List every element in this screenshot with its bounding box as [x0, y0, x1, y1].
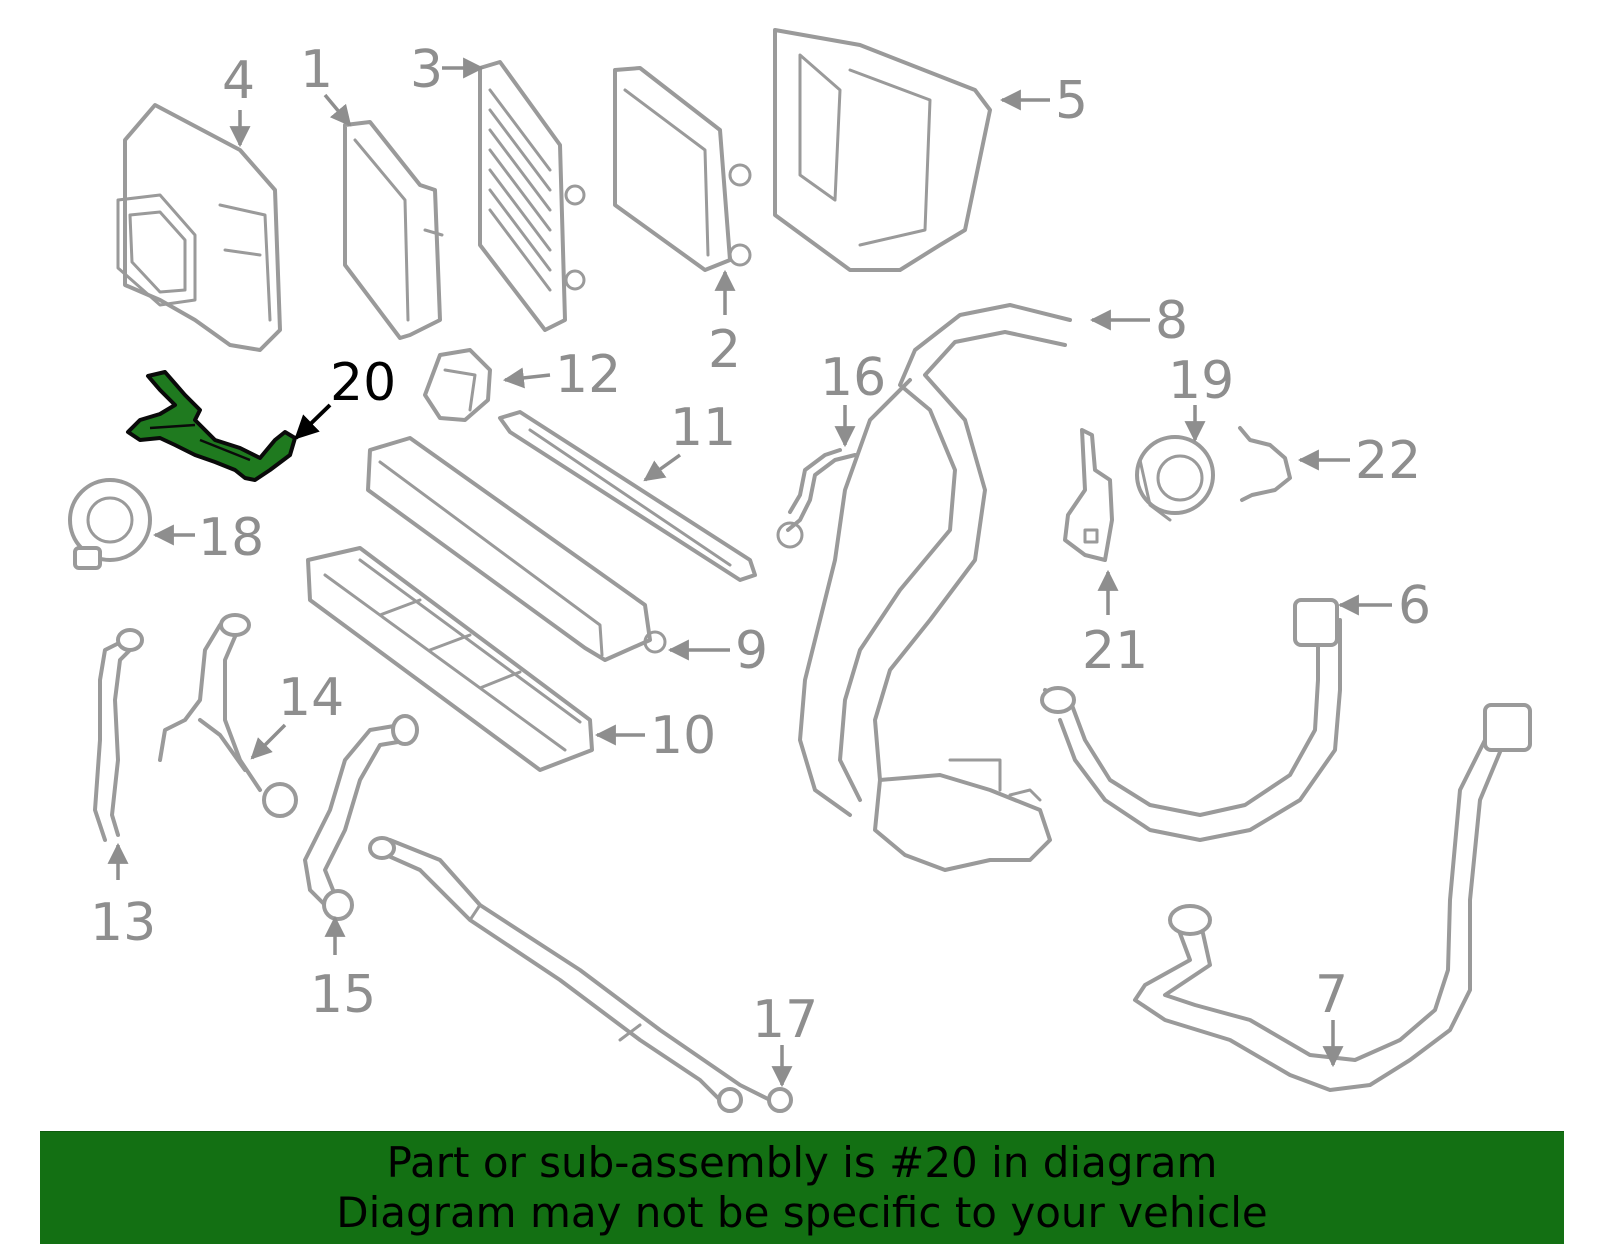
callout-22: 22	[1355, 431, 1421, 491]
part-19-pump	[1135, 435, 1215, 522]
part-16-hose	[776, 448, 857, 549]
part-7-hose	[1133, 703, 1532, 1092]
callout-10: 10	[650, 706, 716, 766]
callout-18: 18	[198, 508, 264, 568]
part-1-radiator	[343, 120, 444, 340]
callout-9: 9	[735, 621, 768, 681]
part-17-tubes	[368, 836, 793, 1113]
part-11-strip	[498, 410, 757, 582]
part-20-bracket	[126, 370, 297, 482]
part-21-bracket	[1063, 428, 1114, 562]
part-18-water-pump	[68, 478, 152, 570]
part-2-aux-radiator	[613, 66, 752, 272]
part-14-y-hose	[158, 613, 298, 818]
callout-14: 14	[278, 668, 344, 728]
callout-labels: 1 2 3 4 5 6 7 8 9 10 11 12 13 14 15 16 1…	[90, 40, 1431, 1050]
part-4-air-housing	[116, 103, 282, 352]
callout-16: 16	[820, 348, 886, 408]
callout-12: 12	[555, 345, 621, 405]
callout-7: 7	[1315, 965, 1348, 1025]
part-9-cooler	[366, 436, 667, 662]
banner-line-disclaimer: Diagram may not be specific to your vehi…	[336, 1188, 1268, 1237]
callout-1: 1	[300, 40, 333, 100]
callout-15: 15	[310, 965, 376, 1025]
info-banner: Part or sub-assembly is #20 in diagram D…	[40, 1131, 1564, 1244]
callout-6: 6	[1398, 576, 1431, 636]
banner-line-part: Part or sub-assembly is #20 in diagram	[386, 1138, 1218, 1187]
part-12-bracket	[423, 348, 492, 422]
part-13-hose	[93, 628, 144, 842]
part-3-condenser	[478, 60, 586, 332]
callout-5: 5	[1055, 71, 1088, 131]
part-22-clip	[1238, 426, 1292, 502]
callout-11: 11	[670, 398, 736, 458]
part-8-hose-assembly	[798, 303, 1072, 872]
callout-19: 19	[1168, 351, 1234, 411]
callout-13: 13	[90, 893, 156, 953]
callout-2: 2	[708, 320, 741, 380]
part-10-tray	[306, 546, 594, 772]
part-6-hose	[1040, 598, 1342, 842]
callout-4: 4	[222, 51, 255, 111]
callout-3: 3	[410, 40, 443, 100]
part-15-hose	[303, 714, 419, 921]
callout-20: 20	[330, 353, 396, 413]
part-5-shroud	[773, 28, 992, 272]
callout-17: 17	[752, 990, 818, 1050]
callout-arrows	[107, 57, 1392, 1088]
callout-8: 8	[1155, 291, 1188, 351]
callout-21: 21	[1082, 621, 1148, 681]
